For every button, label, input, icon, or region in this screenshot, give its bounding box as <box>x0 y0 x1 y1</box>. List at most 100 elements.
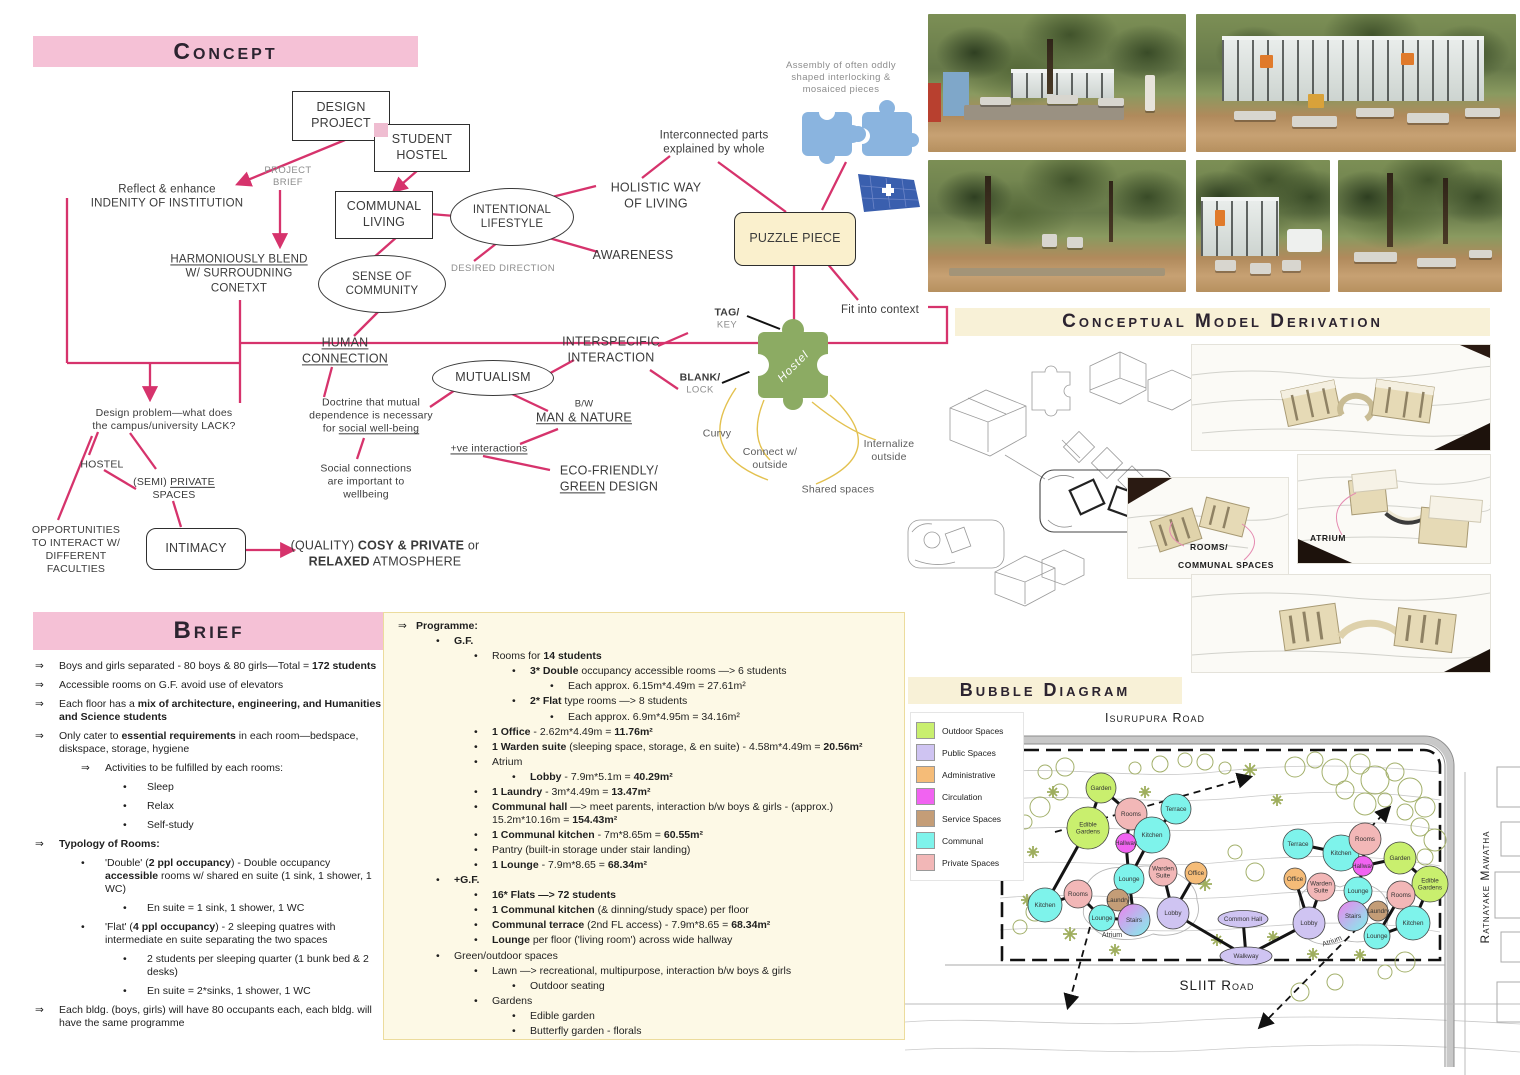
programme-item: •+G.F. <box>390 874 896 887</box>
list-marker: ⇒ <box>35 660 44 672</box>
hostel-puzzle-text: Hostel <box>776 349 812 385</box>
bubble-diagram: Isurupura Road Ratnayake Mawatha SLIIT R… <box>905 672 1520 1075</box>
brief-item: •Sleep <box>33 781 385 794</box>
eco-friendly: ECO-FRIENDLY/GREEN DESIGN <box>559 463 659 493</box>
bubble-office-R: Office <box>1283 867 1307 891</box>
programme-item: •Edible garden <box>390 1010 896 1023</box>
programme-item: •Green/outdoor spaces <box>390 950 896 963</box>
puzzle-piece-box: PUZZLE PIECE <box>734 212 856 266</box>
list-marker: • <box>474 994 478 1007</box>
bubble-diagram-svg: Isurupura Road Ratnayake Mawatha SLIIT R… <box>905 711 1520 1075</box>
atrium-model-label: ATRIUM <box>1310 533 1347 543</box>
list-text: Pantry (built-in storage under stair lan… <box>492 843 691 856</box>
list-text: Sleep <box>147 781 174 794</box>
svg-text:Rooms: Rooms <box>1121 811 1141 818</box>
list-marker: • <box>474 786 478 799</box>
list-text: 'Flat' (4 ppl occupancy) - 2 sleeping qu… <box>105 921 336 947</box>
list-text: Green/outdoor spaces <box>454 949 558 962</box>
model-photo-wide-art <box>1192 592 1490 672</box>
svg-text:Lounge: Lounge <box>1366 933 1388 940</box>
svg-text:Kitchen: Kitchen <box>1034 902 1056 909</box>
list-marker: • <box>474 934 478 947</box>
svg-text:Walkway: Walkway <box>1234 953 1260 960</box>
list-marker: • <box>474 904 478 917</box>
svg-text:Terrace: Terrace <box>1166 806 1187 813</box>
list-marker: • <box>81 921 85 934</box>
legend-label: Communal <box>942 835 984 846</box>
list-text: Accessible rooms on G.F. avoid use of el… <box>59 679 284 692</box>
bubble-office-L: Office <box>1184 861 1208 885</box>
bubble-kitchen-L: Kitchen <box>1133 816 1171 854</box>
list-text: 1 Laundry - 3m*4.49m = 13.47m² <box>492 786 651 799</box>
list-marker: ⇒ <box>35 679 44 692</box>
list-marker: ⇒ <box>35 1004 44 1017</box>
list-text: Self-study <box>147 819 194 832</box>
bubble-kitchen2-R: Kitchen <box>1395 905 1431 941</box>
list-text: 1 Warden suite (sleeping space, storage,… <box>492 740 863 753</box>
svg-text:Lobby: Lobby <box>1300 920 1318 927</box>
pve-interactions: +ve interactions <box>450 442 528 455</box>
list-text: Only cater to essential requirements in … <box>59 730 359 756</box>
trees <box>1012 751 1447 1002</box>
list-marker: • <box>436 635 440 648</box>
desired-direction: DESIRED DIRECTION <box>451 263 555 275</box>
model-photo-rooms: ROOMS/ COMMUNAL SPACES <box>1128 478 1288 578</box>
svg-text:Lobby: Lobby <box>1164 910 1182 917</box>
blank-lock: BLANK/LOCK <box>679 371 721 396</box>
list-marker: • <box>81 857 85 870</box>
legend-label: Public Spaces <box>942 747 996 758</box>
puzzle-mat-illustration <box>858 174 920 212</box>
legend-label: Administrative <box>942 769 996 780</box>
list-marker: • <box>474 828 478 841</box>
list-marker: • <box>550 710 554 723</box>
fit-into-context: Fit into context <box>841 303 919 316</box>
list-text: Programme: <box>416 620 478 632</box>
svg-text:Garden: Garden <box>1090 785 1112 792</box>
list-marker: • <box>550 680 554 693</box>
list-marker: • <box>123 902 127 915</box>
list-text: Each bldg. (boys, girls) will have 80 oc… <box>59 1004 372 1030</box>
svg-text:Rooms: Rooms <box>1068 891 1088 898</box>
bubble-diagram-banner: Bubble Diagram <box>908 677 1182 704</box>
shared-spaces: Shared spaces <box>801 483 875 496</box>
svg-text:Laundry: Laundry <box>1107 897 1131 904</box>
programme-item: • Outdoor seating <box>390 980 896 993</box>
programme-item: •1 Warden suite (sleeping space, storage… <box>390 741 896 754</box>
bubble-rooms2-R: Rooms <box>1386 880 1416 910</box>
list-marker: ⇒ <box>35 698 44 711</box>
list-text: 16* Flats —> 72 students <box>492 889 617 902</box>
legend-item: Administrative <box>916 766 1018 783</box>
tag-key: TAG/KEY <box>714 306 740 331</box>
programme-item: •1 Office - 2.62m*4.49m = 11.76m² <box>390 726 896 739</box>
programme-item: • 1 Laundry - 3m*4.49m = 13.47m² <box>390 786 896 799</box>
svg-text:Lounge: Lounge <box>1347 888 1369 895</box>
svg-text:Rooms: Rooms <box>1391 892 1411 899</box>
bubble-garden-R: Garden <box>1383 841 1417 875</box>
model-photo-atrium: ATRIUM <box>1298 455 1490 563</box>
list-marker: • <box>512 979 516 992</box>
bubble-laundry-L: Laundry <box>1106 888 1131 912</box>
programme-item: •Gardens <box>390 995 896 1008</box>
isurupura-road-label: Isurupura Road <box>1105 711 1205 725</box>
list-marker: • <box>123 819 127 832</box>
model-photo-wide <box>1192 575 1490 672</box>
bubble-kitchen2-L: Kitchen <box>1027 887 1063 923</box>
sliit-road-label: SLIIT Road <box>1179 978 1254 993</box>
list-marker: • <box>474 889 478 902</box>
list-marker: • <box>474 843 478 856</box>
list-marker: • <box>123 800 127 813</box>
legend-label: Outdoor Spaces <box>942 725 1004 736</box>
rooms-model-label: ROOMS/ <box>1190 542 1229 552</box>
legend-swatch <box>916 722 935 739</box>
list-text: Each floor has a mix of architecture, en… <box>59 698 382 724</box>
svg-text:Stairs: Stairs <box>1345 913 1361 920</box>
bubble-stairs-L: Stairs <box>1117 903 1151 937</box>
list-text: Outdoor seating <box>530 979 605 992</box>
